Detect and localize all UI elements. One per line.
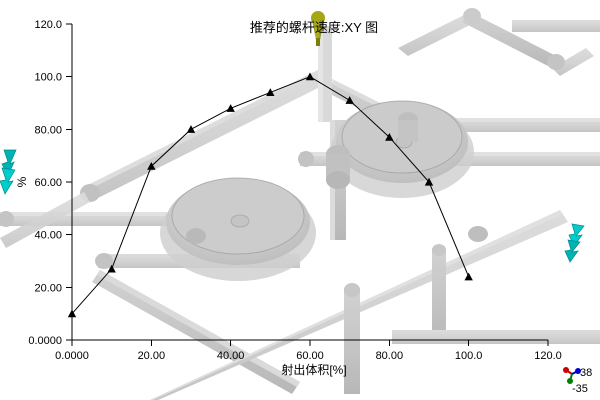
series-data-point[interactable]: [107, 264, 116, 273]
x-axis-title: 射出体积[%]: [281, 362, 346, 377]
x-tick-label: 100.0: [455, 350, 483, 362]
triad-node-z: [567, 378, 573, 384]
x-tick-label: 20.00: [138, 350, 166, 362]
series-data-point[interactable]: [464, 272, 473, 281]
series-data-point[interactable]: [266, 88, 275, 97]
x-tick-label: 0.0000: [55, 350, 89, 362]
data-series[interactable]: [67, 72, 473, 318]
series-data-point[interactable]: [186, 125, 196, 133]
series-data-point[interactable]: [305, 72, 315, 81]
y-tick-label: 80.00: [34, 124, 62, 136]
x-axis-ticks: 0.0000 20.00 40.00 60.00 80.00 100.0 120.0: [55, 340, 562, 362]
y-tick-label: 40.00: [34, 230, 62, 242]
series-data-point[interactable]: [147, 162, 156, 170]
x-tick-label: 80.00: [376, 350, 404, 362]
series-data-point[interactable]: [226, 104, 235, 112]
y-tick-label: 100.0: [34, 72, 62, 84]
y-tick-label: 0.0000: [28, 335, 62, 347]
series-data-point[interactable]: [345, 96, 354, 104]
y-axis-ticks: 0.0000 20.00 40.00 60.00 80.00 100.0 120.0: [28, 19, 72, 347]
triad-label-y: -35: [572, 383, 588, 395]
axis-triad-widget[interactable]: 38 -35: [563, 367, 592, 395]
chart-title: 推荐的螺杆速度:XY 图: [250, 20, 378, 35]
x-tick-label: 40.00: [217, 350, 245, 362]
y-tick-label: 20.00: [34, 282, 62, 294]
series-data-point[interactable]: [385, 133, 394, 141]
x-tick-label: 60.00: [296, 350, 324, 362]
y-axis-title: %: [15, 176, 29, 187]
triad-node-y: [575, 368, 581, 374]
y-tick-label: 120.0: [34, 19, 62, 31]
axes: [71, 24, 548, 341]
series-markers: [67, 72, 473, 318]
series-data-point[interactable]: [67, 309, 77, 318]
x-tick-label: 120.0: [534, 350, 562, 362]
y-tick-label: 60.00: [34, 177, 62, 189]
triad-node-x: [563, 367, 569, 373]
series-line: [71, 76, 470, 315]
series-data-point[interactable]: [424, 177, 434, 186]
triad-label-x: 38: [580, 367, 592, 379]
